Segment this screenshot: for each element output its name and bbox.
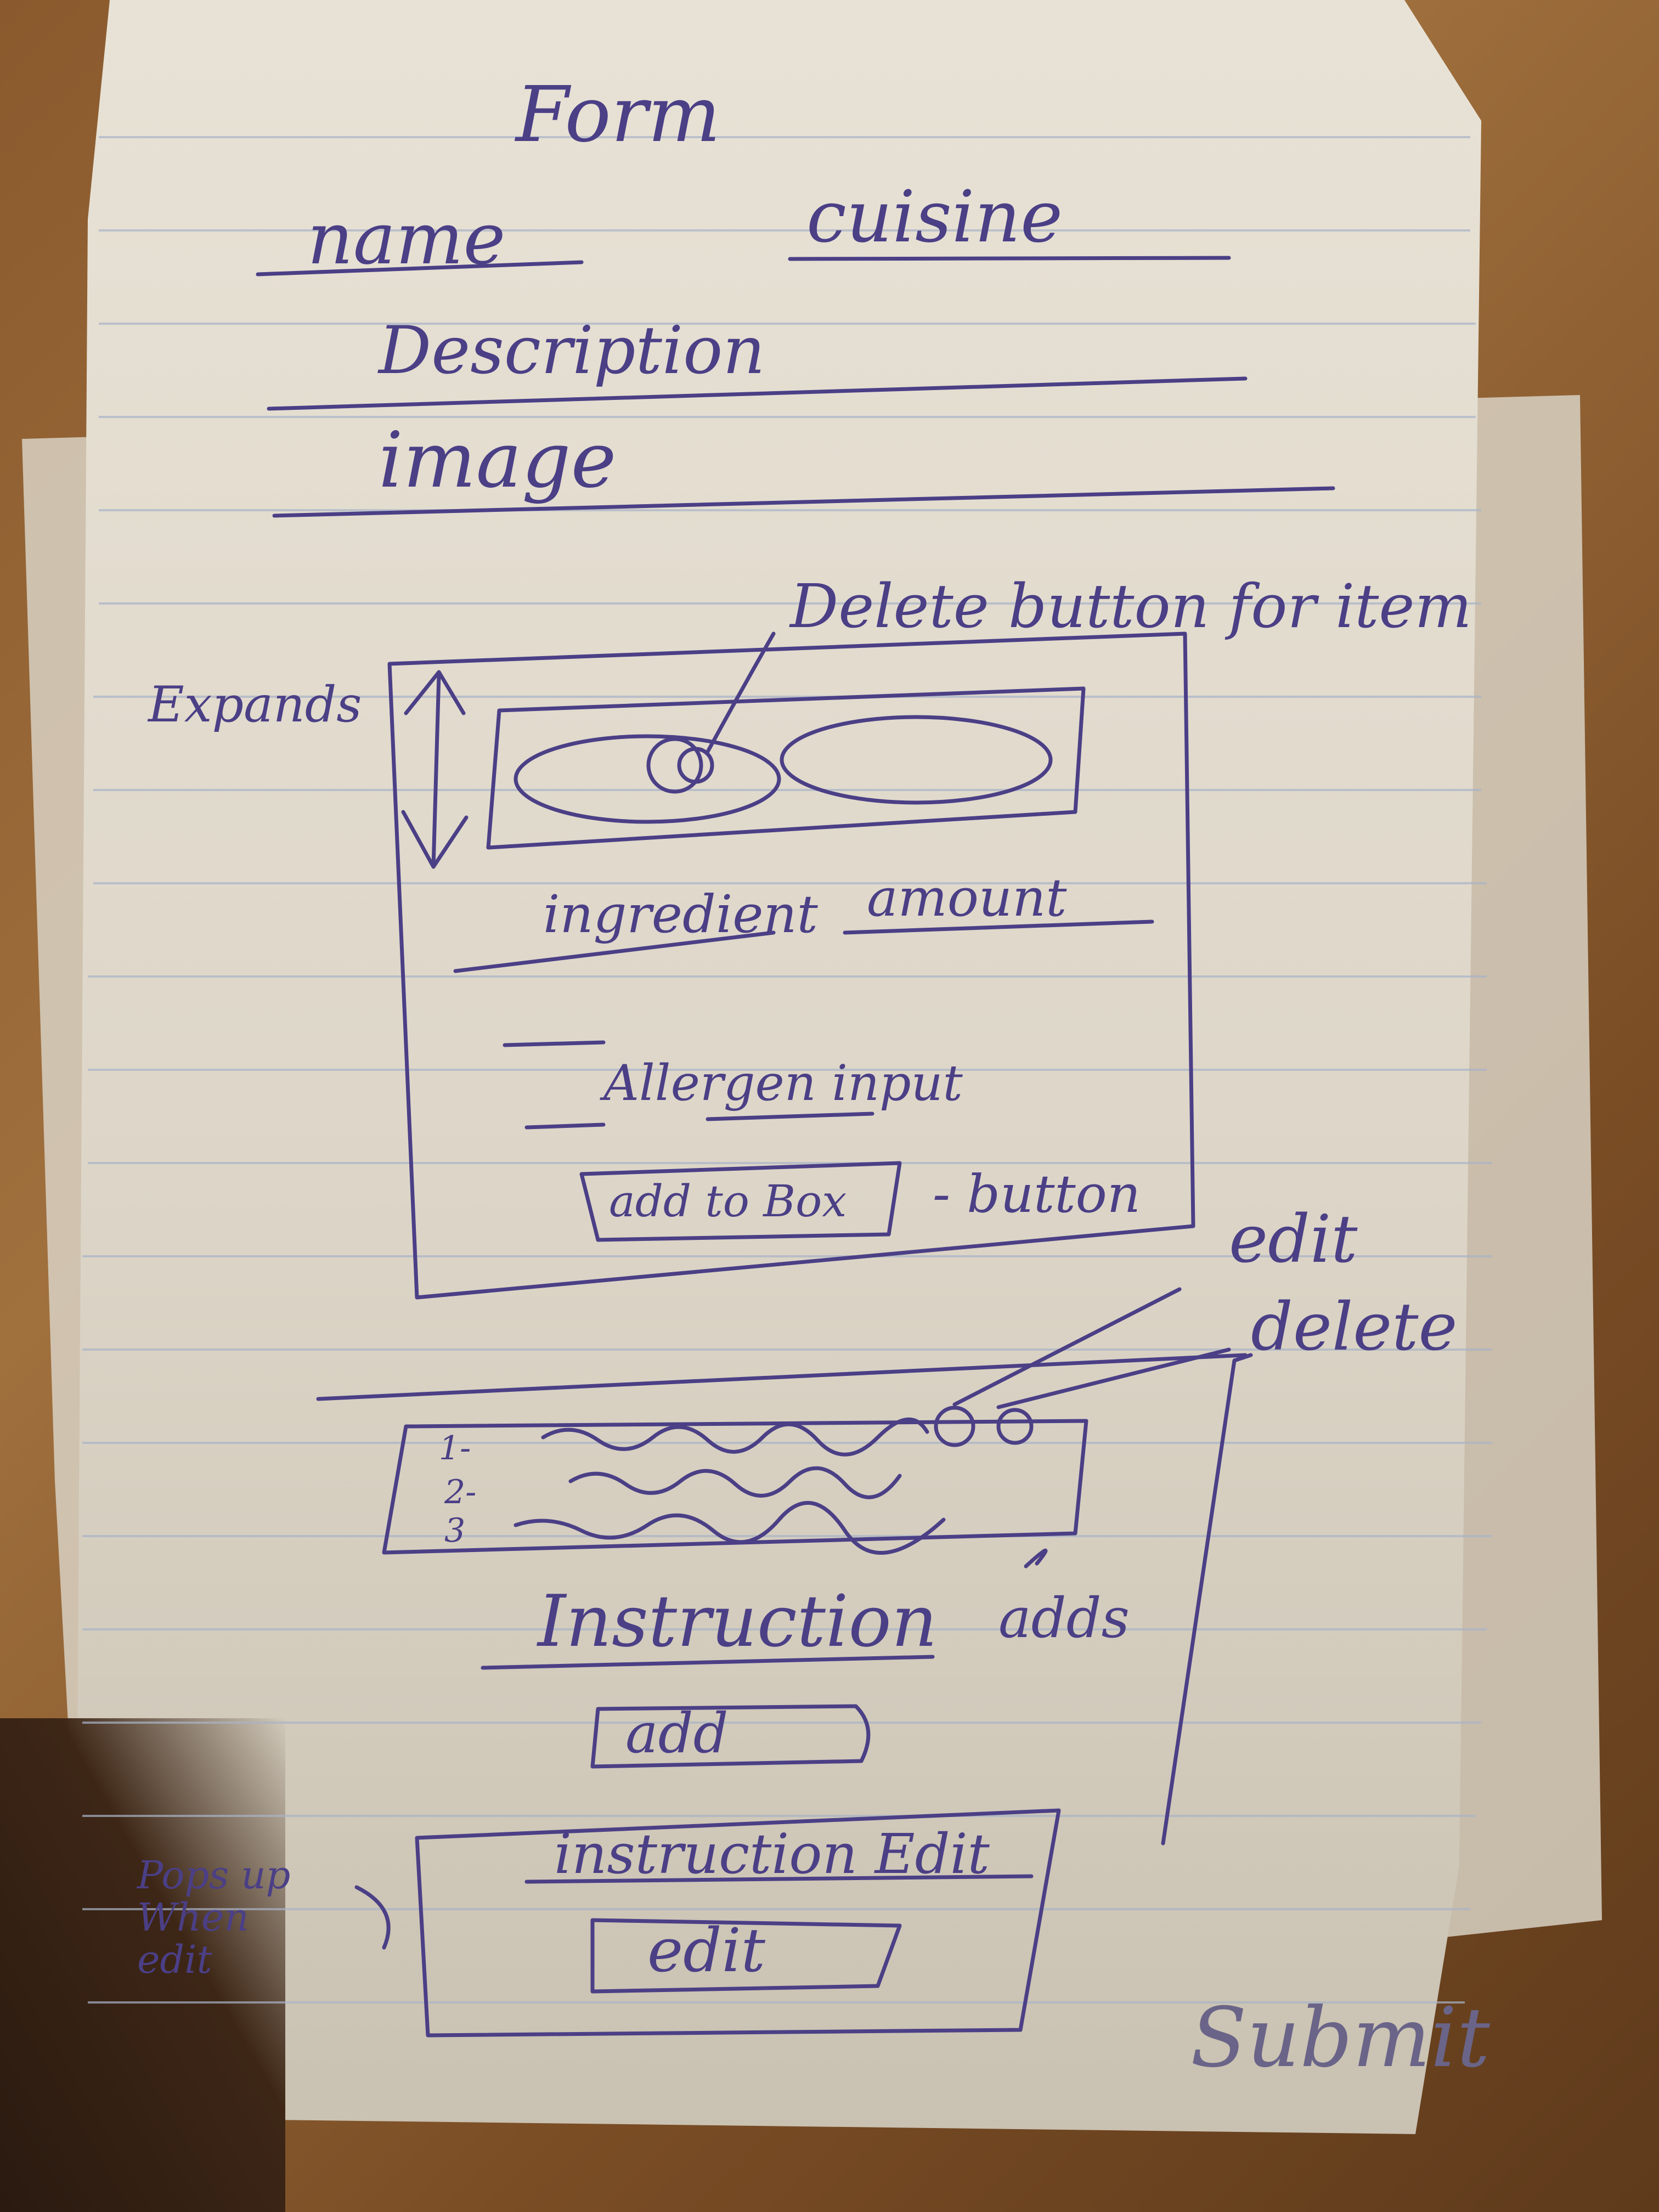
ingredient-pill — [514, 734, 781, 824]
list-edit-icon — [934, 1406, 975, 1447]
name-underline — [256, 260, 584, 276]
notepad-sheet — [77, 0, 1481, 2134]
expands-note: Expands — [148, 676, 362, 733]
ingredient-card — [486, 686, 1086, 850]
description-underline — [267, 376, 1248, 411]
cuisine-label: cuisine — [806, 175, 1063, 258]
ingredient-label: ingredient — [543, 884, 818, 945]
submit-note: Submit — [1190, 1990, 1490, 2086]
amount-pill — [780, 715, 1053, 805]
ingredient-box-outline — [387, 631, 1195, 1300]
expand-arrow — [401, 670, 469, 869]
cuisine-underline — [788, 256, 1231, 261]
ruled-lines — [82, 136, 1492, 2004]
edit-button[interactable]: edit — [647, 1915, 765, 1985]
pops-up-note: Pops up When edit — [137, 1853, 291, 1982]
form-title: Form — [516, 70, 721, 160]
instruction-list-box — [382, 1419, 1088, 1555]
amount-label: amount — [867, 868, 1067, 928]
add-to-box-button-outline — [579, 1161, 902, 1242]
delete-button-pointer — [706, 631, 776, 754]
allergen-label: Allergen input — [603, 1054, 963, 1112]
list-top-line — [316, 1353, 1248, 1401]
delete-button-circle — [646, 737, 703, 794]
list-row-number-2: 2- — [444, 1473, 477, 1511]
list-row-number-3: 3 — [444, 1511, 466, 1550]
instruction-underline — [481, 1655, 935, 1670]
name-label: name — [307, 197, 506, 280]
delete-button-note: Delete button for item — [790, 571, 1472, 641]
list-delete-icon — [996, 1408, 1034, 1445]
edit-popup-box — [415, 1808, 1061, 2038]
instruction-edit-label: instruction Edit — [554, 1822, 990, 1886]
edit-note: edit — [1229, 1201, 1358, 1278]
delete-note: delete — [1251, 1289, 1458, 1365]
add-to-box-button[interactable]: add to Box — [609, 1176, 847, 1227]
adds-note: adds — [998, 1586, 1130, 1650]
instruction-label: Instruction — [538, 1579, 938, 1663]
shadow-corner — [0, 1718, 285, 2212]
image-label: image — [379, 416, 617, 505]
edit-button-outline — [590, 1918, 902, 1994]
image-underline — [272, 486, 1335, 518]
list-row-number-1: 1- — [439, 1429, 471, 1468]
button-note: - button — [933, 1164, 1141, 1224]
add-instruction-button[interactable]: add — [625, 1701, 729, 1765]
description-label: Description — [379, 313, 765, 389]
add-instruction-button-outline — [590, 1704, 871, 1769]
